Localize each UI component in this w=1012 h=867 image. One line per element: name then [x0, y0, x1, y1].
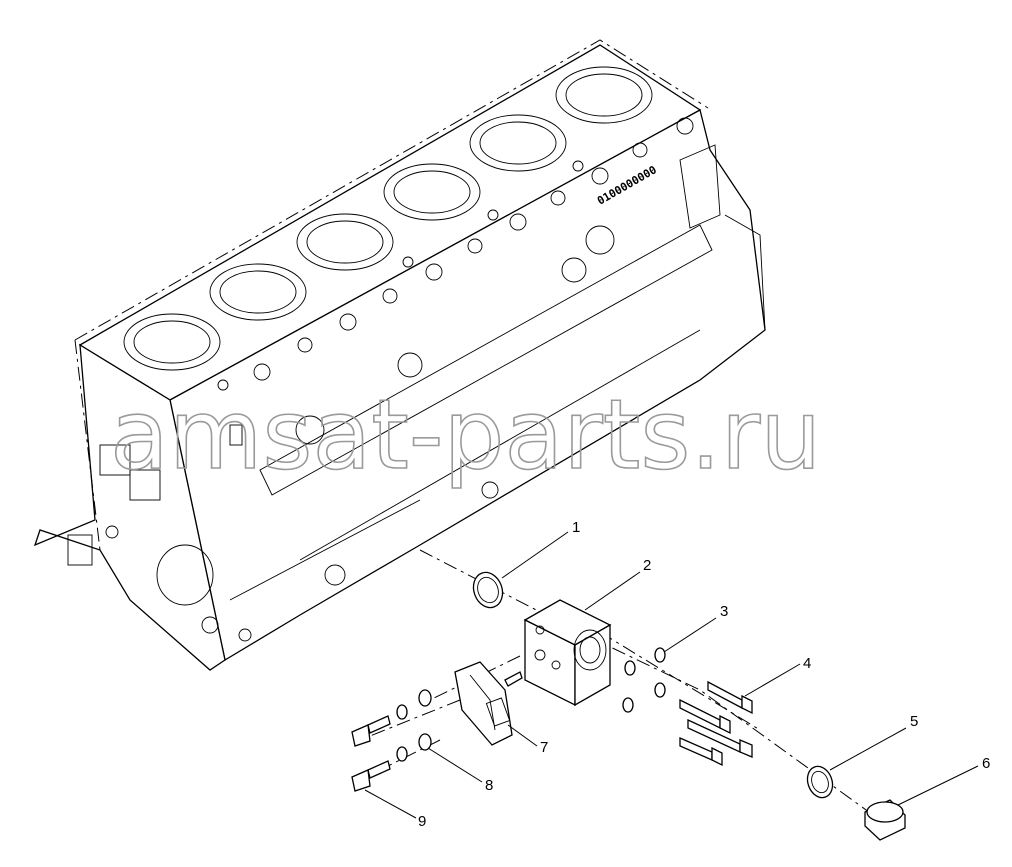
callout-4-label: 4 — [803, 655, 811, 672]
callout-6: 6 — [897, 755, 990, 806]
callout-4: 4 — [744, 655, 811, 697]
centerline-screw-upper — [359, 699, 461, 741]
cylinder-bores — [123, 66, 653, 371]
callout-9-label: 9 — [418, 813, 426, 830]
part-5-sealing-ring — [806, 765, 834, 799]
centerline-bolts — [599, 631, 761, 731]
callout-5-label: 5 — [910, 713, 918, 730]
part-6-plug — [864, 799, 906, 841]
callout-1: 1 — [501, 519, 580, 579]
centerline-sensor — [429, 655, 521, 701]
callout-7: 7 — [507, 724, 548, 756]
part-2-adapter-block — [523, 599, 612, 707]
part-8-washers — [396, 689, 432, 762]
callout-1-label: 1 — [572, 519, 580, 536]
part-9-screws — [351, 715, 391, 792]
deck-holes — [217, 117, 694, 391]
part-3-washers — [622, 647, 666, 713]
callout-2: 2 — [584, 557, 651, 611]
callout-8: 8 — [427, 747, 493, 794]
callout-7-label: 7 — [540, 739, 548, 756]
callout-8-label: 8 — [485, 777, 493, 794]
callout-6-label: 6 — [982, 755, 990, 772]
callout-5: 5 — [829, 713, 918, 771]
callout-2-label: 2 — [643, 557, 651, 574]
callout-3: 3 — [663, 603, 728, 653]
part-7-sensor — [454, 661, 523, 746]
engine-block: 0100000000 — [33, 39, 766, 671]
part-1-o-ring — [472, 571, 504, 609]
callout-9: 9 — [364, 789, 426, 830]
watermark: amsat-parts.ru — [110, 379, 821, 491]
part-4-bolts — [679, 680, 753, 767]
callout-3-label: 3 — [720, 603, 728, 620]
